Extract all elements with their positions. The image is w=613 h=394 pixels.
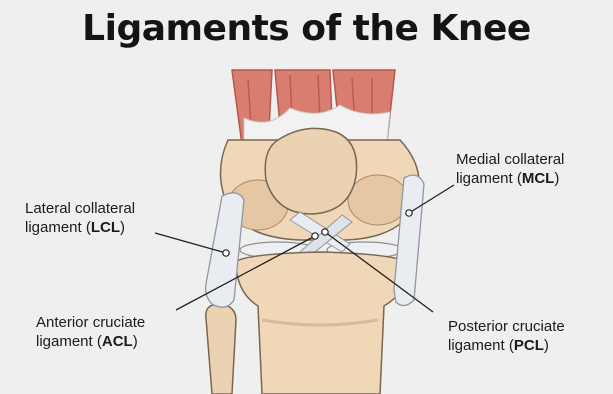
leader-dot-pcl <box>322 229 328 235</box>
label-pcl-abbr: PCL <box>514 337 544 354</box>
leader-dot-mcl <box>406 210 412 216</box>
leader-dot-acl <box>312 233 318 239</box>
label-mcl-line2: ligament (MCL) <box>456 169 564 188</box>
label-pcl-line1: Posterior cruciate <box>448 317 565 336</box>
leader-dot-lcl <box>223 250 229 256</box>
label-lcl-abbr: LCL <box>91 219 120 236</box>
patella <box>265 128 356 214</box>
label-mcl-abbr: MCL <box>522 170 555 187</box>
label-mcl-line1: Medial collateral <box>456 150 564 169</box>
label-acl-line2: ligament (ACL) <box>36 332 145 351</box>
label-lcl-line2: ligament (LCL) <box>25 218 135 237</box>
label-pcl-line2: ligament (PCL) <box>448 336 565 355</box>
label-acl-line1: Anterior cruciate <box>36 313 145 332</box>
fibula <box>206 304 236 394</box>
label-lcl: Lateral collateral ligament (LCL) <box>25 199 135 237</box>
label-acl: Anterior cruciate ligament (ACL) <box>36 313 145 351</box>
label-acl-abbr: ACL <box>102 333 133 350</box>
label-lcl-line1: Lateral collateral <box>25 199 135 218</box>
label-mcl: Medial collateral ligament (MCL) <box>456 150 564 188</box>
label-pcl: Posterior cruciate ligament (PCL) <box>448 317 565 355</box>
tibia <box>236 252 410 394</box>
